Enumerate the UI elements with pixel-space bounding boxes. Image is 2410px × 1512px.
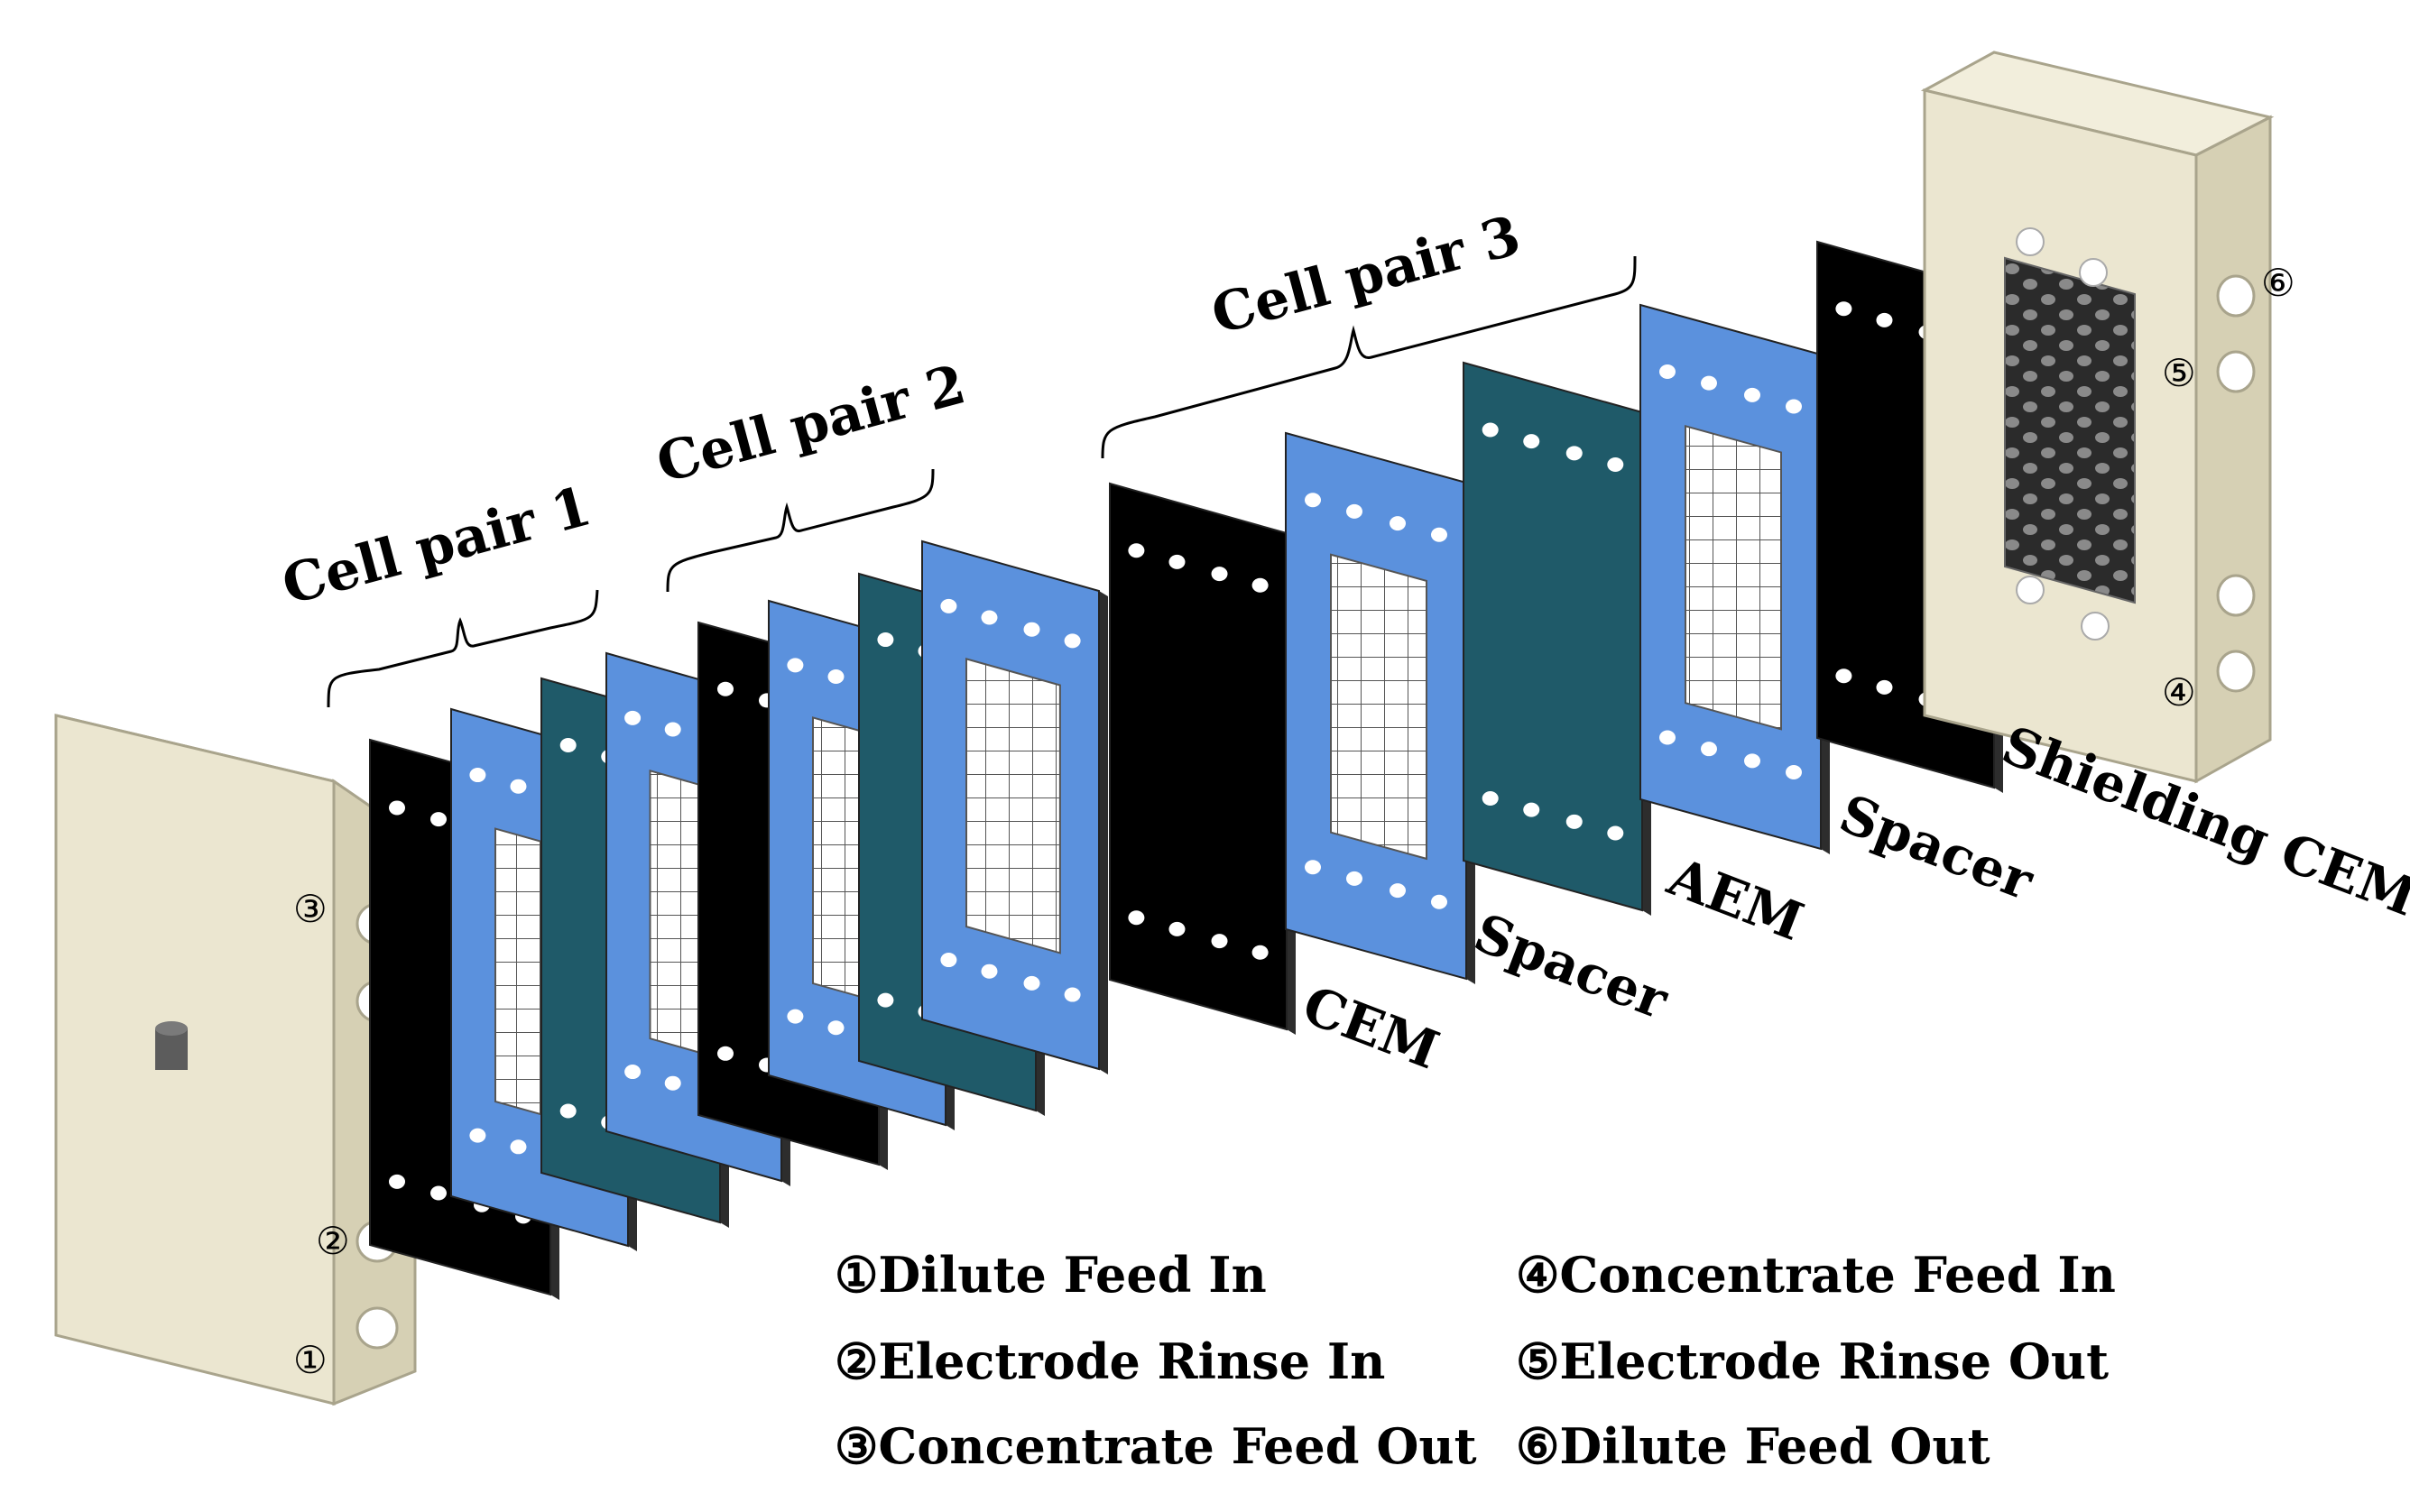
label-spacer-1: Spacer bbox=[1466, 902, 1677, 1032]
legend: ①Dilute Feed In ②Electrode Rinse In ③Con… bbox=[835, 1246, 2116, 1475]
group-label-2: Cell pair 2 bbox=[651, 353, 972, 495]
label-cem: CEM bbox=[1295, 974, 1447, 1082]
legend-item-6: ⑥Dilute Feed Out bbox=[1516, 1417, 1990, 1475]
legend-item-5: ⑤Electrode Rinse Out bbox=[1516, 1332, 2109, 1390]
port-label-2: ② bbox=[316, 1219, 350, 1263]
legend-item-1: ①Dilute Feed In bbox=[835, 1246, 1267, 1304]
port-label-5: ⑤ bbox=[2162, 351, 2196, 395]
spacer-sheet-12 bbox=[1639, 303, 1830, 854]
membrane-stack bbox=[369, 240, 2003, 1300]
group-braces bbox=[327, 255, 1637, 708]
group-label-3: Cell pair 3 bbox=[1205, 204, 1527, 346]
left-end-plate bbox=[54, 714, 417, 1406]
legend-item-3: ③Concentrate Feed Out bbox=[835, 1417, 1477, 1475]
legend-item-4: ④Concentrate Feed In bbox=[1516, 1246, 2116, 1304]
port-label-1: ① bbox=[293, 1338, 328, 1382]
label-aem: AEM bbox=[1659, 845, 1812, 953]
right-end-plate bbox=[1920, 51, 2275, 784]
spacer-sheet-10 bbox=[1285, 431, 1475, 984]
right-plate-holes bbox=[2016, 227, 2256, 693]
legend-item-2: ②Electrode Rinse In bbox=[835, 1332, 1385, 1390]
spacer-sheet-8 bbox=[921, 539, 1108, 1074]
electrode-mesh bbox=[2004, 256, 2136, 604]
port-label-6: ⑥ bbox=[2261, 261, 2295, 305]
group-label-1: Cell pair 1 bbox=[276, 475, 597, 617]
aem-sheet-11 bbox=[1463, 361, 1651, 916]
port-label-3: ③ bbox=[293, 887, 328, 931]
cem-sheet-9 bbox=[1109, 482, 1296, 1035]
label-spacer-2: Spacer bbox=[1832, 783, 2043, 913]
port-label-4: ④ bbox=[2162, 670, 2196, 715]
